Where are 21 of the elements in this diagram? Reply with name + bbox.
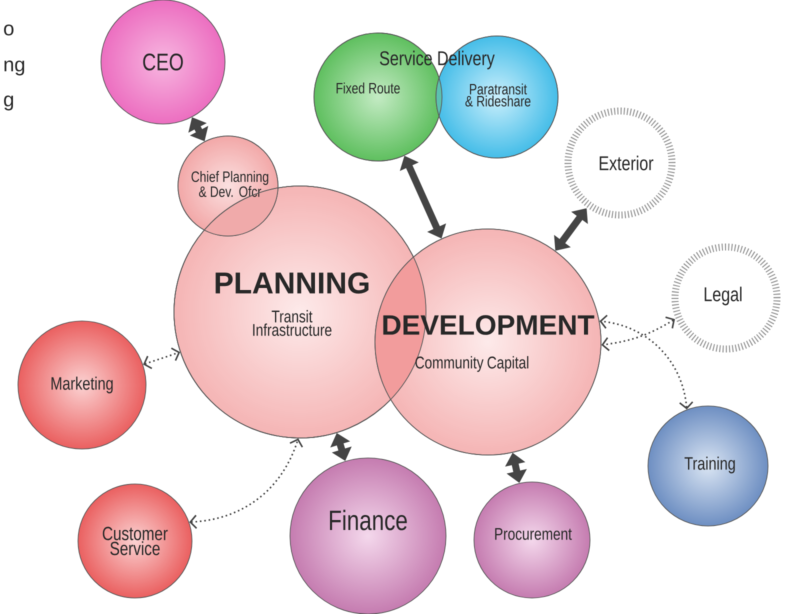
cut-off-text: o: [4, 24, 14, 36]
node-label: Chief Planning & Dev. Ofcr: [192, 171, 268, 197]
dotted-arrow: [599, 314, 694, 410]
node-label: Transit Infrastructure: [253, 310, 332, 336]
cut-off-text: ng: [4, 60, 24, 76]
dotted-arrow: [601, 316, 675, 352]
node-label: Exterior: [600, 156, 654, 170]
node-label: Community Capital: [415, 356, 528, 372]
dotted-arrow: [189, 438, 304, 529]
node-label: Customer Service: [102, 526, 168, 556]
node-label: CEO: [143, 54, 183, 70]
node-label: Training: [684, 456, 735, 474]
cut-off-text: g: [4, 96, 14, 110]
dotted-arrow: [143, 348, 180, 370]
node-label: Marketing: [52, 376, 113, 394]
node-label: Paratransit & Rideshare: [465, 84, 530, 106]
node-label: PLANNING: [216, 272, 368, 294]
node-label: Procurement: [495, 528, 572, 540]
node-label: Finance: [330, 510, 407, 530]
node-label: Legal: [704, 286, 742, 306]
node-label: Fixed Route: [336, 82, 400, 94]
